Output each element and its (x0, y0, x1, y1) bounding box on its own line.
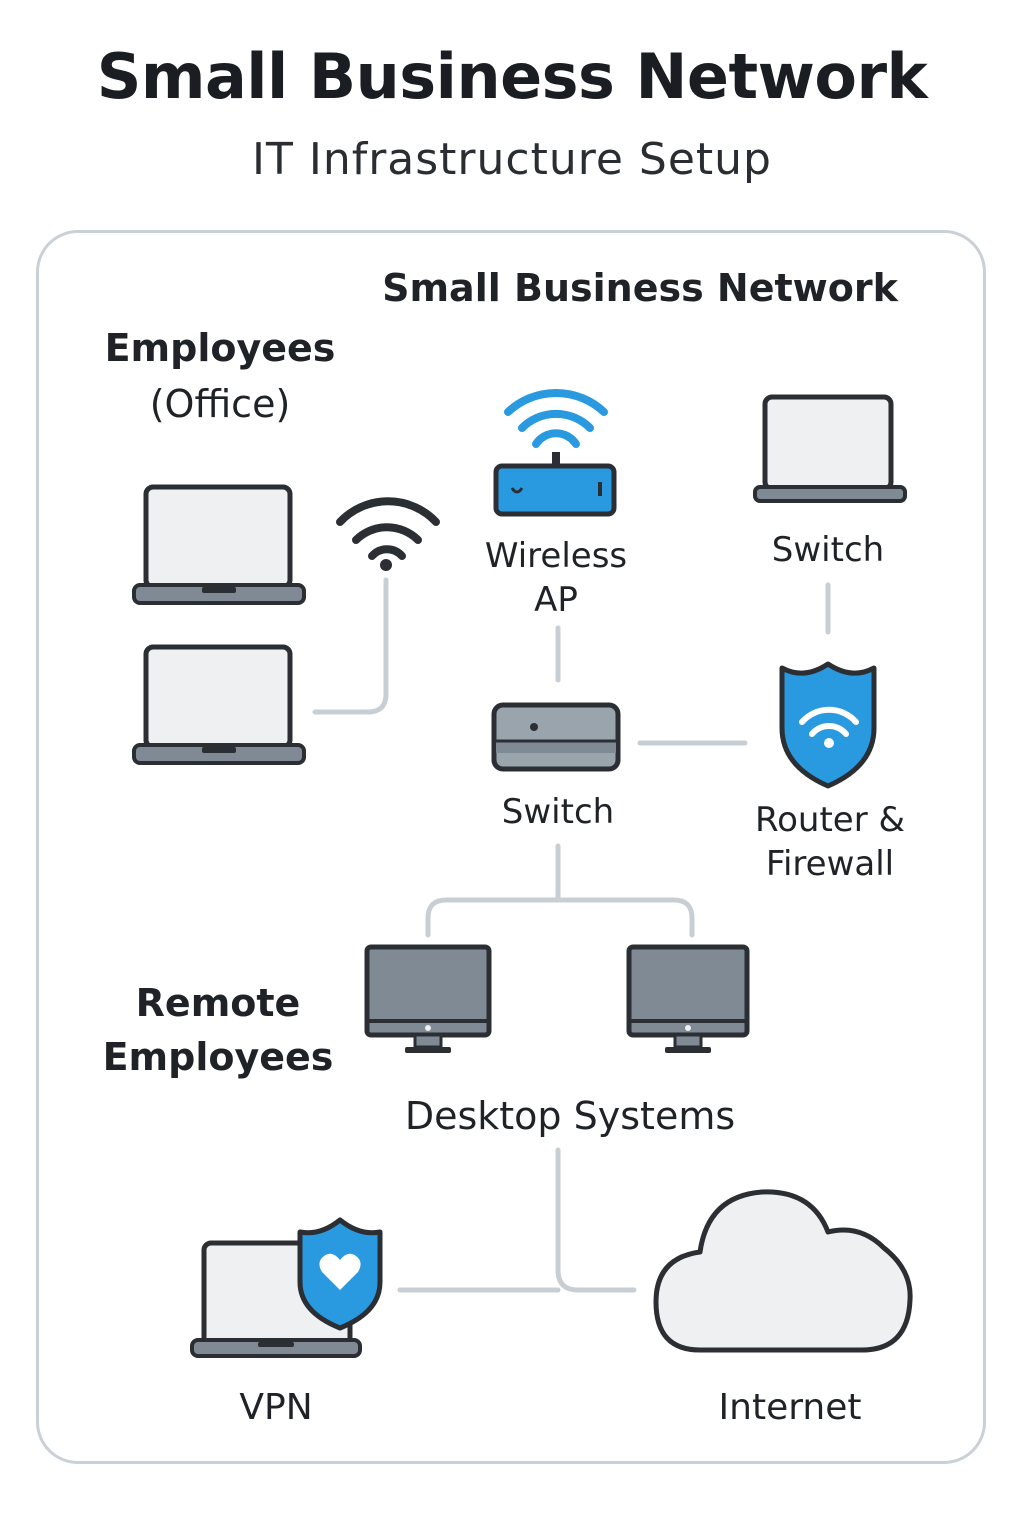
wireless-access-point-icon (493, 388, 617, 517)
connector-switch-desktops (425, 843, 695, 938)
diagram-panel (36, 230, 986, 1464)
cloud-icon (653, 1189, 913, 1353)
page-title: Small Business Network (96, 40, 928, 113)
page-subtitle: IT Infrastructure Setup (252, 134, 772, 185)
label-vpn: VPN (239, 1387, 313, 1428)
panel-title: Small Business Network (382, 266, 898, 310)
label-core-switch: Switch (501, 792, 615, 832)
laptop-icon (132, 484, 306, 605)
connector-lines (312, 577, 831, 1293)
connector-desktops-internet (555, 1147, 637, 1293)
label-remote-employees: Remote Employees (102, 981, 334, 1079)
label-desktop-systems: Desktop Systems (404, 1094, 736, 1138)
label-top-switch: Switch (771, 530, 885, 570)
label-router-firewall: Router & Firewall (755, 800, 905, 884)
desktop-monitor-icon (626, 944, 750, 1053)
desktop-monitor-icon (364, 944, 492, 1053)
laptop-shield-icon (190, 1217, 383, 1358)
network-switch-icon (491, 702, 621, 772)
laptop-icon (132, 644, 306, 765)
label-employees-office-sub: (Office) (149, 382, 291, 426)
connector-office-wifi (312, 577, 389, 715)
label-wireless-ap: Wireless AP (484, 536, 628, 620)
label-internet: Internet (718, 1387, 862, 1428)
shield-wifi-icon (779, 661, 877, 789)
label-employees-office: Employees (104, 326, 336, 370)
wifi-signal-icon (336, 497, 440, 571)
laptop-icon (753, 394, 907, 503)
